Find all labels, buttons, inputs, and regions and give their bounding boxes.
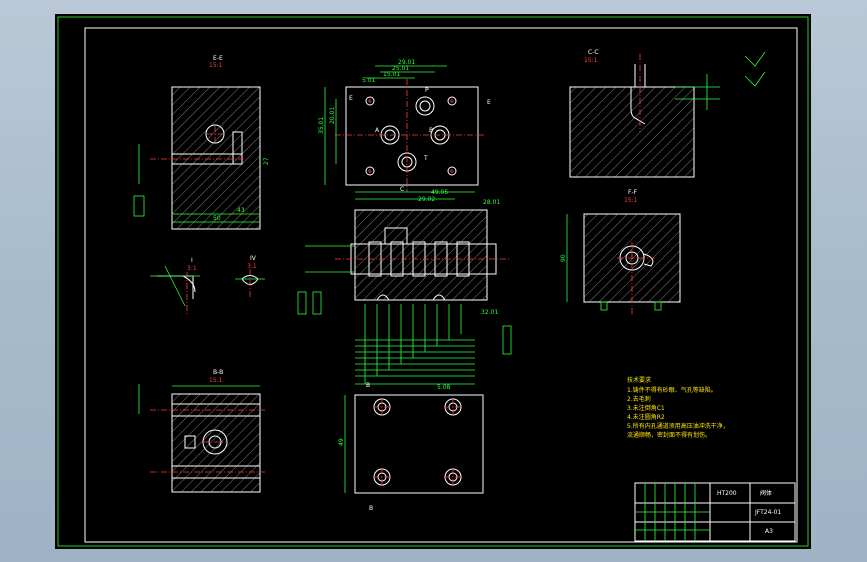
port-label-b: B xyxy=(429,127,433,134)
bottom-view: 49 B xyxy=(338,394,484,512)
notes-line-1: 1.铸件不得有砂眼、气孔等缺陷。 xyxy=(627,386,717,394)
ff-title: F-F xyxy=(628,189,638,196)
ee-dim-43: 43 xyxy=(237,207,245,214)
bb-scale: 15:1 xyxy=(209,377,223,384)
port-label-p: P xyxy=(425,87,429,94)
section-mark-b-top: B xyxy=(366,382,370,389)
ff-scale: 15:1 xyxy=(624,197,638,204)
notes-line-3: 3.未注倒角C1 xyxy=(627,404,665,412)
bottom-view-body xyxy=(354,394,484,494)
port-p-circle xyxy=(415,96,435,116)
detail-views: I 3:1 IV 3:1 xyxy=(150,255,265,314)
section-ff: F-F 15:1 90 xyxy=(560,189,681,314)
top-dim-35: 35.01 xyxy=(318,117,325,134)
cc-body xyxy=(569,86,695,178)
ee-dim-50: 50 xyxy=(213,215,221,222)
notes-line-4: 4.未注圆角R2 xyxy=(627,413,665,421)
top-dim-25: 25.01 xyxy=(392,65,409,72)
section-ee: E-E 15:1 43 50 27 xyxy=(133,55,270,230)
detail1-title: I xyxy=(191,257,193,264)
section-bb: B-B 15:1 xyxy=(138,369,265,493)
inner-frame xyxy=(84,27,798,543)
mid-dim-28: 28.01 xyxy=(483,199,500,206)
front-section-body xyxy=(354,209,488,301)
section-mark-e-right: E xyxy=(487,99,491,106)
cad-drawing: E-E 15:1 43 50 27 P A B T xyxy=(57,16,809,547)
section-mark-b-bottom: B xyxy=(369,505,373,512)
front-section: 49.05 29.02 28.01 32.01 B 5.08 xyxy=(297,189,512,391)
section-mark-e-left: E xyxy=(349,95,353,102)
title-block-name: 阀体 xyxy=(760,489,772,497)
section-mark-c: C xyxy=(400,186,404,193)
bb-title: B-B xyxy=(213,369,223,376)
top-dim-29: 29.01 xyxy=(398,59,415,66)
top-dim-15: 15.01 xyxy=(383,71,400,78)
ee-port-hole xyxy=(205,124,225,144)
port-label-t: T xyxy=(423,155,428,162)
ee-scale: 15:1 xyxy=(209,62,223,69)
notes-line-2: 2.去毛刺 xyxy=(627,395,651,403)
top-dim-5: 5.01 xyxy=(362,77,376,84)
cc-scale: 15:1 xyxy=(584,57,598,64)
top-view-body xyxy=(345,86,479,186)
ff-dim-90: 90 xyxy=(560,254,567,262)
ee-title: E-E xyxy=(213,55,223,62)
detail2-scale: 3:1 xyxy=(247,263,257,270)
section-cc: C-C 15:1 xyxy=(569,49,766,178)
ee-body xyxy=(171,86,261,230)
port-label-a: A xyxy=(375,127,380,134)
outer-frame xyxy=(57,16,809,547)
notes-header: 技术要求 xyxy=(627,376,651,384)
notes-line-6: 流通顺畅，密封面不得有划伤。 xyxy=(627,431,711,439)
title-block: HT200 阀体 JFT24-01 A3 xyxy=(634,482,796,542)
notes-line-5: 5.所有内孔通道须用高压油冲洗干净， xyxy=(627,422,729,430)
technical-notes: 技术要求 1.铸件不得有砂眼、气孔等缺陷。 2.去毛刺 3.未注倒角C1 4.未… xyxy=(627,376,729,439)
top-dim-20: 20.01 xyxy=(329,107,336,124)
title-block-drawing-no: JFT24-01 xyxy=(754,509,781,516)
detail1-scale: 3:1 xyxy=(187,265,197,272)
cc-title: C-C xyxy=(588,49,599,56)
title-block-material: HT200 xyxy=(717,490,737,497)
mid-dim-29: 29.02 xyxy=(418,196,435,203)
ee-dim-27: 27 xyxy=(263,157,270,165)
top-view: P A B T E E 29.01 25.01 15.01 5.01 35.01… xyxy=(318,59,491,193)
mid-dim-49: 49.05 xyxy=(431,189,448,196)
bottom-dim-49: 49 xyxy=(338,438,345,446)
detail2-title: IV xyxy=(250,255,257,262)
mid-dim-32: 32.01 xyxy=(481,309,498,316)
title-block-sheet: A3 xyxy=(765,528,773,535)
mid-dim-5: 5.08 xyxy=(437,384,451,391)
drawing-sheet: E-E 15:1 43 50 27 P A B T xyxy=(55,14,811,549)
